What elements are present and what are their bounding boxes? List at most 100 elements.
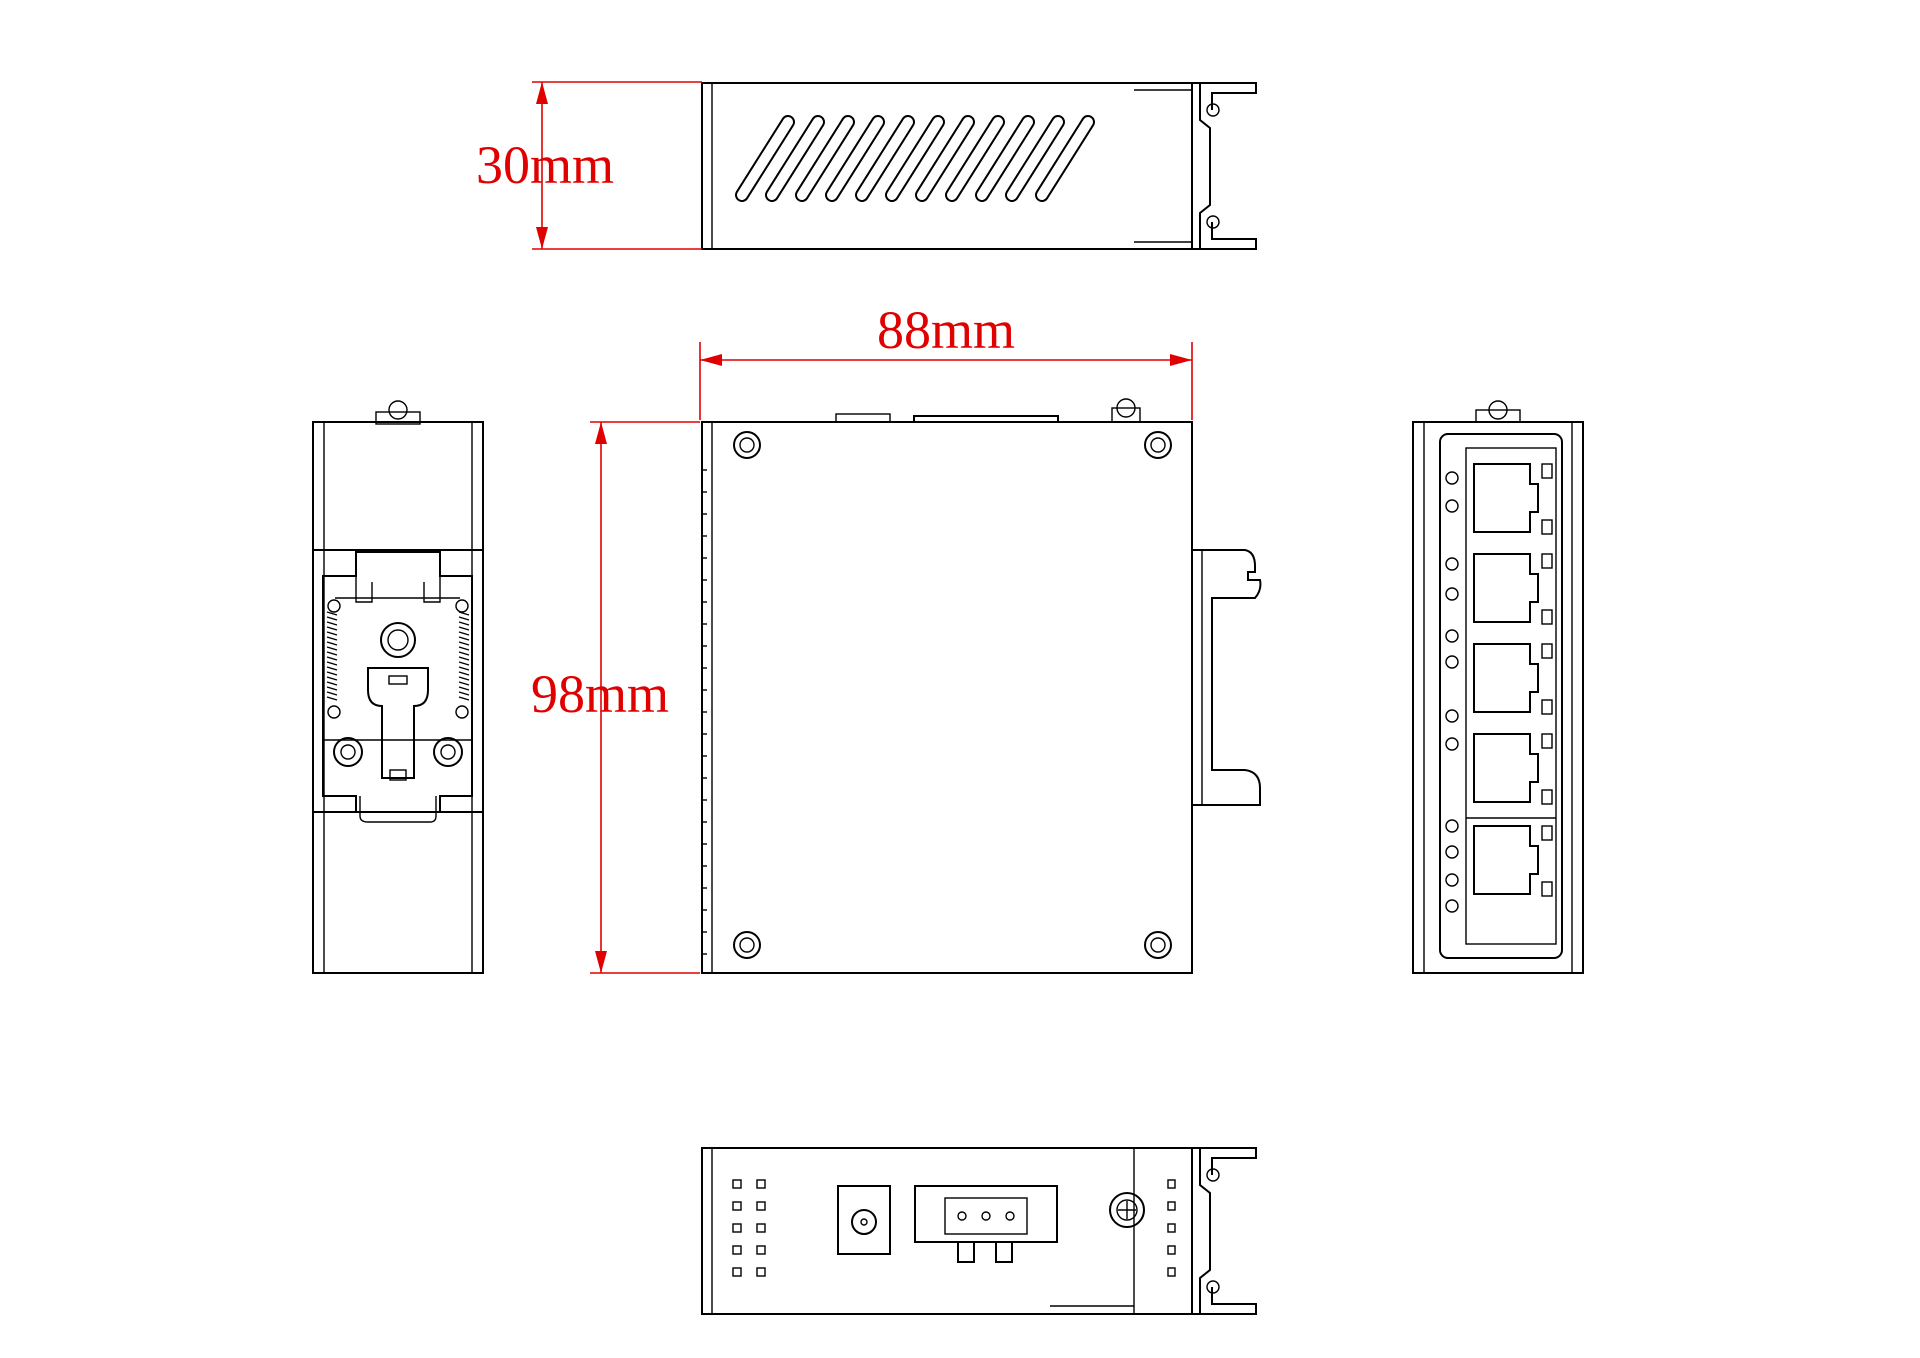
led-icon [1445,655,1459,669]
status-led-icon [756,1179,766,1189]
spring-coil [458,681,470,686]
port-led-icon [1541,643,1553,659]
spring-coil [326,681,338,686]
spring-coil [458,691,470,696]
side-panel-view [701,398,1262,974]
spring-coil [458,631,470,636]
port-led-icon [1541,825,1553,841]
vent-slot-inner [827,117,883,200]
spring-coil [458,661,470,666]
port-leds [1445,471,1459,913]
port-panel-view [1412,400,1584,974]
spring-left [326,611,338,701]
screw-icon [1144,931,1172,959]
status-led-icon [1167,1179,1176,1189]
spring-coil [326,676,338,681]
spring-coil [458,621,470,626]
led-icon [1445,471,1459,485]
spring-coil [458,656,470,661]
port-led-icon [1541,881,1553,897]
led-icon [1445,845,1459,859]
vent-slot-inner [887,117,943,200]
rj45-port-icon [1473,733,1539,803]
dimension-width: 88mm [699,300,1193,420]
spring-coil [326,656,338,661]
spring-coil [458,626,470,631]
top-view [701,82,1257,250]
rear-view [312,400,484,974]
vent-slots [735,115,1095,202]
rj45-port-icon [1473,463,1539,533]
vent-slot-inner [1037,117,1093,200]
dimension-height: 30mm [476,81,702,250]
spring-coil [326,626,338,631]
status-led-icon [1167,1201,1176,1211]
led-icon [1445,629,1459,643]
spring-coil [326,611,338,616]
rj45-ports [1466,463,1556,897]
spring-coil [326,651,338,656]
ground-screw-icon [1109,1192,1145,1228]
rj45-port-icon [1473,825,1539,895]
status-led-icon [732,1223,742,1233]
spring-coil [458,686,470,691]
spring-coil [326,621,338,626]
screw-icon [733,931,761,959]
led-icon [1445,737,1459,751]
spring-coil [326,616,338,621]
terminal-block-icon [914,1185,1058,1263]
led-icon [1445,819,1459,833]
spring-coil [326,661,338,666]
port-led-icon [1541,463,1553,479]
status-led-icon [756,1245,766,1255]
spring-coil [458,666,470,671]
spring-coil [458,676,470,681]
dc-jack-icon [837,1185,891,1255]
status-led-icon [732,1267,742,1277]
spring-coil [326,641,338,646]
status-led-grid [732,1179,766,1277]
dimension-depth: 98mm [531,421,700,974]
dimension-depth-label: 98mm [531,664,669,724]
spring-coil [326,696,338,701]
screw-icon [1144,431,1172,459]
led-icon [1445,587,1459,601]
spring-coil [326,631,338,636]
spring-coil [458,671,470,676]
status-led-icon [1167,1267,1176,1277]
spring-coil [326,636,338,641]
spring-coil [326,666,338,671]
vent-slot-inner [797,117,853,200]
status-led-icon [732,1179,742,1189]
port-led-icon [1541,553,1553,569]
vent-slot-inner [767,117,823,200]
port-led-icon [1541,609,1553,625]
status-led-icon [756,1223,766,1233]
port-led-icon [1541,733,1553,749]
spring-coil [458,646,470,651]
vent-slot-inner [917,117,973,200]
led-icon [1445,873,1459,887]
spring-coil [458,641,470,646]
spring-coil [458,696,470,701]
status-led-icon [732,1245,742,1255]
dimension-width-label: 88mm [877,300,1015,360]
led-icon [1445,899,1459,913]
rj45-port-icon [1473,643,1539,713]
spring-coil [458,636,470,641]
status-led-icon [756,1201,766,1211]
port-led-icon [1541,519,1553,535]
spring-coil [326,686,338,691]
led-icon [1445,709,1459,723]
port-led-icon [1541,699,1553,715]
status-led-icon [1167,1245,1176,1255]
edge-ticks [702,469,707,955]
status-led-icon [1167,1223,1176,1233]
vent-slot-inner [977,117,1033,200]
led-icon [1445,499,1459,513]
vent-slot-inner [1007,117,1063,200]
spring-right [458,611,470,701]
spring-coil [458,616,470,621]
dimension-height-label: 30mm [476,135,614,195]
